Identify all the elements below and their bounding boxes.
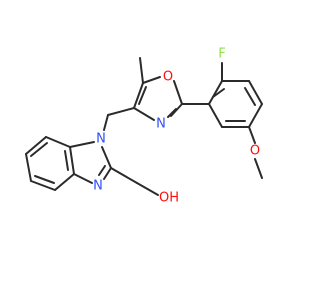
methoxy-group	[248, 126, 263, 179]
bond	[133, 107, 155, 121]
bond	[173, 80, 183, 105]
molecule-structure-diagram: F O N N N O OH	[25, 47, 263, 206]
bond	[25, 136, 47, 155]
bond	[167, 108, 177, 118]
oxazole-oxygen-label: O	[163, 70, 173, 85]
bond	[212, 88, 225, 98]
bond	[138, 86, 147, 105]
bond	[133, 82, 144, 109]
bond	[136, 182, 159, 196]
fluoromethoxyphenyl-ring	[181, 80, 263, 128]
oxazole-nitrogen-label: N	[156, 117, 166, 132]
bond	[103, 167, 112, 180]
bond	[25, 153, 32, 182]
bond	[64, 150, 69, 171]
methyl-group	[139, 57, 144, 84]
methoxy-oxygen-label: O	[250, 144, 260, 159]
bond	[45, 136, 71, 148]
methylene-linker	[103, 107, 135, 131]
bond	[73, 173, 93, 184]
bond	[110, 167, 138, 184]
bond	[101, 146, 112, 169]
bond	[170, 103, 183, 117]
benzimidazole-benzene-ring	[25, 136, 75, 191]
bond	[34, 175, 55, 184]
bond	[254, 158, 263, 179]
bond	[98, 165, 106, 176]
bond	[244, 87, 256, 106]
bond	[107, 107, 135, 116]
bond	[248, 126, 256, 144]
oxazole-ring	[133, 76, 183, 121]
bond	[54, 173, 75, 191]
bond	[69, 146, 75, 175]
fluorine-atom-label: F	[218, 47, 225, 62]
hydroxymethyl-group	[110, 167, 159, 196]
bond	[139, 57, 144, 84]
bond	[69, 141, 95, 148]
bond	[248, 80, 263, 105]
bond	[103, 114, 109, 131]
bond	[208, 80, 223, 105]
bond	[208, 103, 223, 128]
bond	[30, 180, 56, 191]
bond	[142, 76, 161, 84]
bond	[30, 142, 48, 157]
benzimidazole-imidazole-ring	[69, 141, 112, 184]
benzimidazole-n1-label: N	[96, 132, 106, 147]
benzimidazole-n3-label: N	[93, 179, 103, 194]
bond	[248, 103, 263, 128]
hydroxyl-label: OH	[159, 191, 179, 206]
